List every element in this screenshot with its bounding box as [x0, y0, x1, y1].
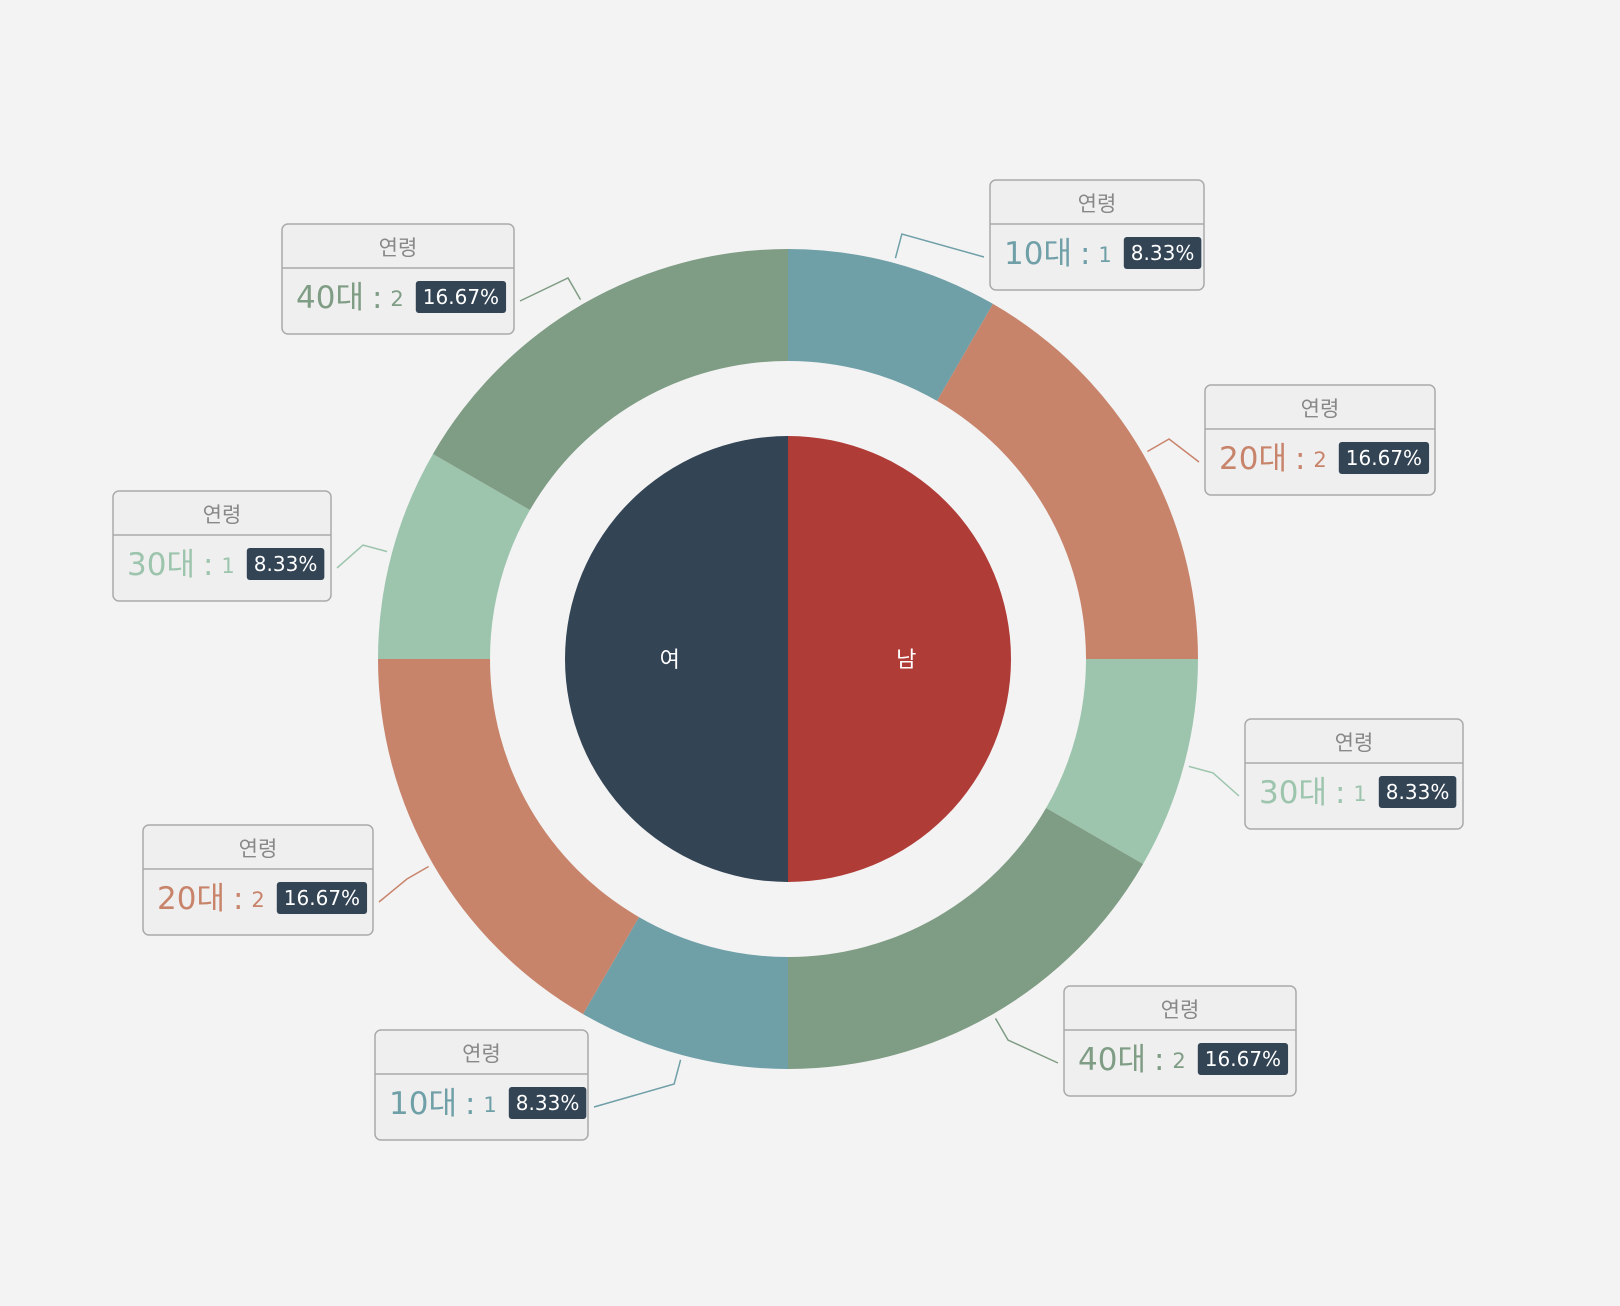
tooltip-callout: 연령 30대:1 8.33% [1188, 718, 1464, 830]
tooltip-category: 20대 [1219, 441, 1287, 477]
outer-slice-3[interactable] [788, 808, 1144, 1069]
tooltip-category: 10대 [389, 1086, 457, 1122]
outer-slice-1[interactable] [937, 303, 1198, 659]
tooltip-callout: 연령 40대:2 16.67% [281, 223, 582, 335]
outer-slice-6[interactable] [378, 454, 530, 659]
tooltip-header: 연령 [462, 1042, 501, 1066]
tooltip-category: 30대 [127, 547, 195, 583]
outer-slice-5[interactable] [378, 659, 639, 1015]
tooltip-header: 연령 [1161, 998, 1200, 1022]
percent-badge-text: 8.33% [1131, 241, 1195, 265]
tooltip-value: 1 [1098, 243, 1111, 267]
inner-slice-label: 남 [896, 648, 916, 673]
tooltip-separator: : [1335, 775, 1345, 811]
tooltip-category: 40대 [296, 280, 364, 316]
tooltip-category: 30대 [1259, 775, 1327, 811]
tooltip-header: 연령 [239, 837, 278, 861]
outer-slice-0[interactable] [788, 249, 993, 401]
leader-line [1147, 438, 1200, 463]
tooltip-value: 2 [251, 888, 264, 912]
leader-line [894, 233, 985, 259]
leader-line [519, 276, 582, 302]
tooltip-header: 연령 [379, 236, 418, 260]
tooltip-separator: : [1295, 441, 1305, 477]
outer-slice-7[interactable] [432, 249, 788, 510]
percent-badge [1338, 442, 1430, 474]
inner-slice-0[interactable] [788, 436, 1011, 882]
tooltip-header: 연령 [1335, 731, 1374, 755]
percent-badge [1378, 776, 1457, 808]
percent-badge-text: 8.33% [1386, 780, 1450, 804]
tooltip-separator: : [1080, 236, 1090, 272]
percent-badge-text: 8.33% [516, 1091, 580, 1115]
percent-badge [415, 281, 507, 313]
tooltip-value: 2 [390, 287, 403, 311]
leader-line [378, 865, 429, 903]
tooltip-callout: 연령 40대:2 16.67% [994, 985, 1297, 1097]
inner-slice-1[interactable] [565, 436, 788, 882]
tooltip-value: 1 [483, 1093, 496, 1117]
inner-slice-label: 여 [660, 648, 680, 673]
tooltip-separator: : [203, 547, 213, 583]
tooltip-value: 1 [221, 554, 234, 578]
tooltip-value: 2 [1313, 448, 1326, 472]
tooltip-category: 40대 [1078, 1042, 1146, 1078]
tooltip-header: 연령 [1078, 192, 1117, 216]
tooltip-category: 20대 [157, 881, 225, 917]
tooltip-header: 연령 [1301, 397, 1340, 421]
percent-badge [276, 882, 368, 914]
tooltip-value: 2 [1172, 1049, 1185, 1073]
leader-line [994, 1018, 1059, 1064]
percent-badge-text: 16.67% [1346, 446, 1422, 470]
leader-line [1188, 765, 1240, 797]
percent-badge [246, 548, 325, 580]
tooltip-value: 1 [1353, 782, 1366, 806]
tooltip-separator: : [233, 881, 243, 917]
percent-badge-text: 16.67% [423, 285, 499, 309]
leader-line [336, 544, 388, 569]
percent-badge-text: 8.33% [254, 552, 318, 576]
tooltip-category: 10대 [1004, 236, 1072, 272]
outer-slice-2[interactable] [1046, 659, 1198, 864]
percent-badge-text: 16.67% [1205, 1047, 1281, 1071]
percent-badge [1123, 237, 1202, 269]
percent-badge-text: 16.67% [284, 886, 360, 910]
tooltip-separator: : [372, 280, 382, 316]
tooltip-header: 연령 [203, 503, 242, 527]
tooltip-separator: : [465, 1086, 475, 1122]
tooltip-separator: : [1154, 1042, 1164, 1078]
tooltip-callout: 연령 30대:1 8.33% [112, 490, 388, 602]
leader-line [593, 1059, 682, 1108]
tooltip-callout: 연령 20대:2 16.67% [142, 824, 429, 936]
tooltip-callout: 연령 20대:2 16.67% [1147, 384, 1436, 496]
percent-badge [508, 1087, 587, 1119]
outer-slice-4[interactable] [583, 917, 788, 1069]
percent-badge [1197, 1043, 1289, 1075]
